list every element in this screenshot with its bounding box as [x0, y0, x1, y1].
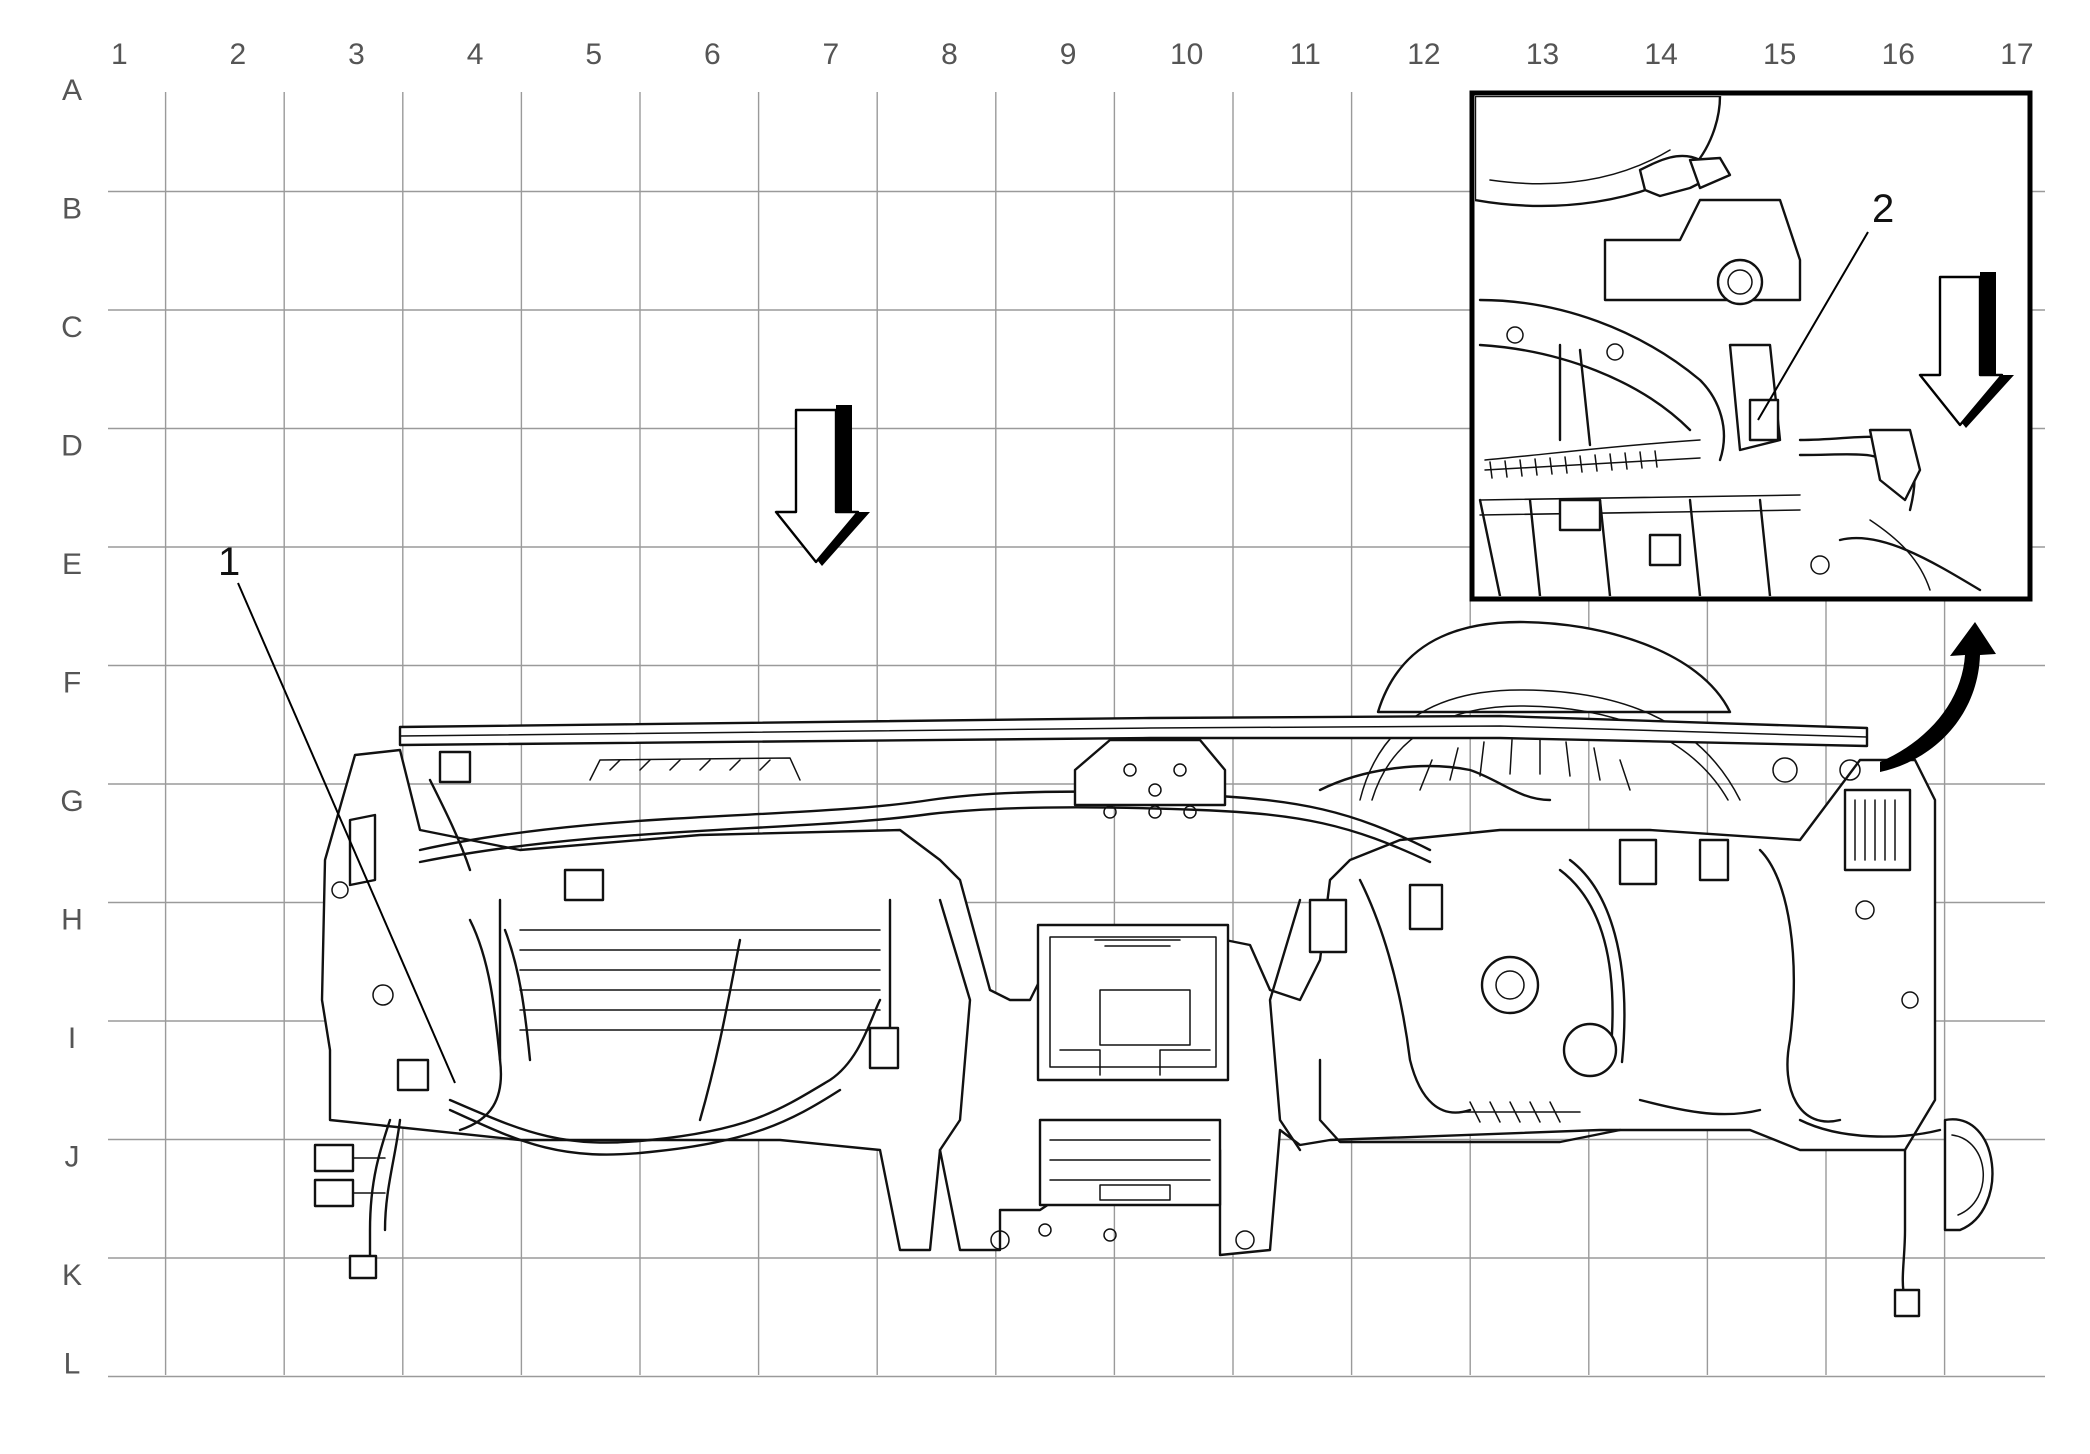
view-direction-arrow-icon — [774, 405, 870, 566]
grid-row-label: A — [62, 74, 82, 107]
grid-column-label: 10 — [1170, 38, 1203, 71]
wiring-harness — [428, 764, 1942, 1156]
grid-row-label: H — [61, 904, 83, 937]
callout-1-label: 1 — [218, 540, 240, 584]
inset-view-direction-arrow-icon — [1918, 272, 2014, 428]
horn-speaker — [1480, 955, 1540, 1015]
grid-row-label: G — [60, 785, 83, 818]
center-stack-module — [1036, 923, 1230, 1082]
grid-row-label: C — [61, 311, 83, 344]
right-air-vent — [1843, 788, 1912, 872]
left-pigtail-connectors — [313, 1118, 402, 1280]
grid-column-label: 3 — [348, 38, 365, 71]
grid-column-label: 1 — [111, 38, 128, 71]
callout-2-label: 2 — [1872, 187, 1894, 231]
grid-row-label: K — [62, 1259, 82, 1292]
mounting-bosses — [331, 757, 1919, 1242]
grid-column-label: 17 — [2000, 38, 2033, 71]
instrument-panel-drawing — [313, 620, 1994, 1318]
grid-row-label: I — [68, 1022, 76, 1055]
callout-2-leader — [1757, 231, 1869, 421]
inset-grille-slats — [1489, 450, 1658, 479]
grid-column-label: 4 — [467, 38, 484, 71]
grid-row-labels: A B C D E F G H I J K L — [60, 74, 83, 1381]
grid-column-label: 5 — [585, 38, 602, 71]
cluster-bezel-dome — [1376, 620, 1732, 714]
left-panel-louvers — [519, 929, 881, 1031]
grid-row-label: B — [62, 193, 82, 226]
inset-detail-view — [1469, 90, 2033, 602]
inset-reference-curved-arrow-icon — [1880, 622, 1996, 772]
center-mounting-bracket — [1073, 738, 1227, 807]
cross-car-beam — [418, 790, 1432, 852]
grid-column-label: 15 — [1763, 38, 1796, 71]
grid-column-label: 12 — [1407, 38, 1440, 71]
grid-row-label: J — [65, 1141, 80, 1174]
left-air-vent — [348, 813, 377, 887]
inset-connector — [1748, 398, 1780, 442]
grid-column-label: 6 — [704, 38, 721, 71]
glovebox-vent-slats — [1459, 1101, 1581, 1123]
callout-1-leader — [237, 582, 456, 1084]
top-defroster-bar — [398, 714, 1869, 748]
grid-column-label: 2 — [230, 38, 247, 71]
grid-column-label: 11 — [1290, 38, 1321, 71]
grid-column-label: 13 — [1526, 38, 1559, 71]
grid-column-label: 7 — [823, 38, 840, 71]
grid-column-label: 8 — [941, 38, 958, 71]
grid-row-label: F — [63, 667, 81, 700]
grid-column-label: 14 — [1644, 38, 1677, 71]
steering-column-opening — [938, 898, 1302, 1152]
right-pigtail-connectors — [1893, 1118, 1994, 1318]
grid-column-label: 16 — [1882, 38, 1915, 71]
hvac-control-module — [1038, 1118, 1222, 1207]
grid-row-label: E — [62, 548, 82, 581]
grid-column-label: 9 — [1060, 38, 1077, 71]
grid-row-label: D — [61, 430, 83, 463]
cluster-gauge-ticks — [1419, 739, 1631, 791]
grid-row-label: L — [64, 1348, 81, 1381]
